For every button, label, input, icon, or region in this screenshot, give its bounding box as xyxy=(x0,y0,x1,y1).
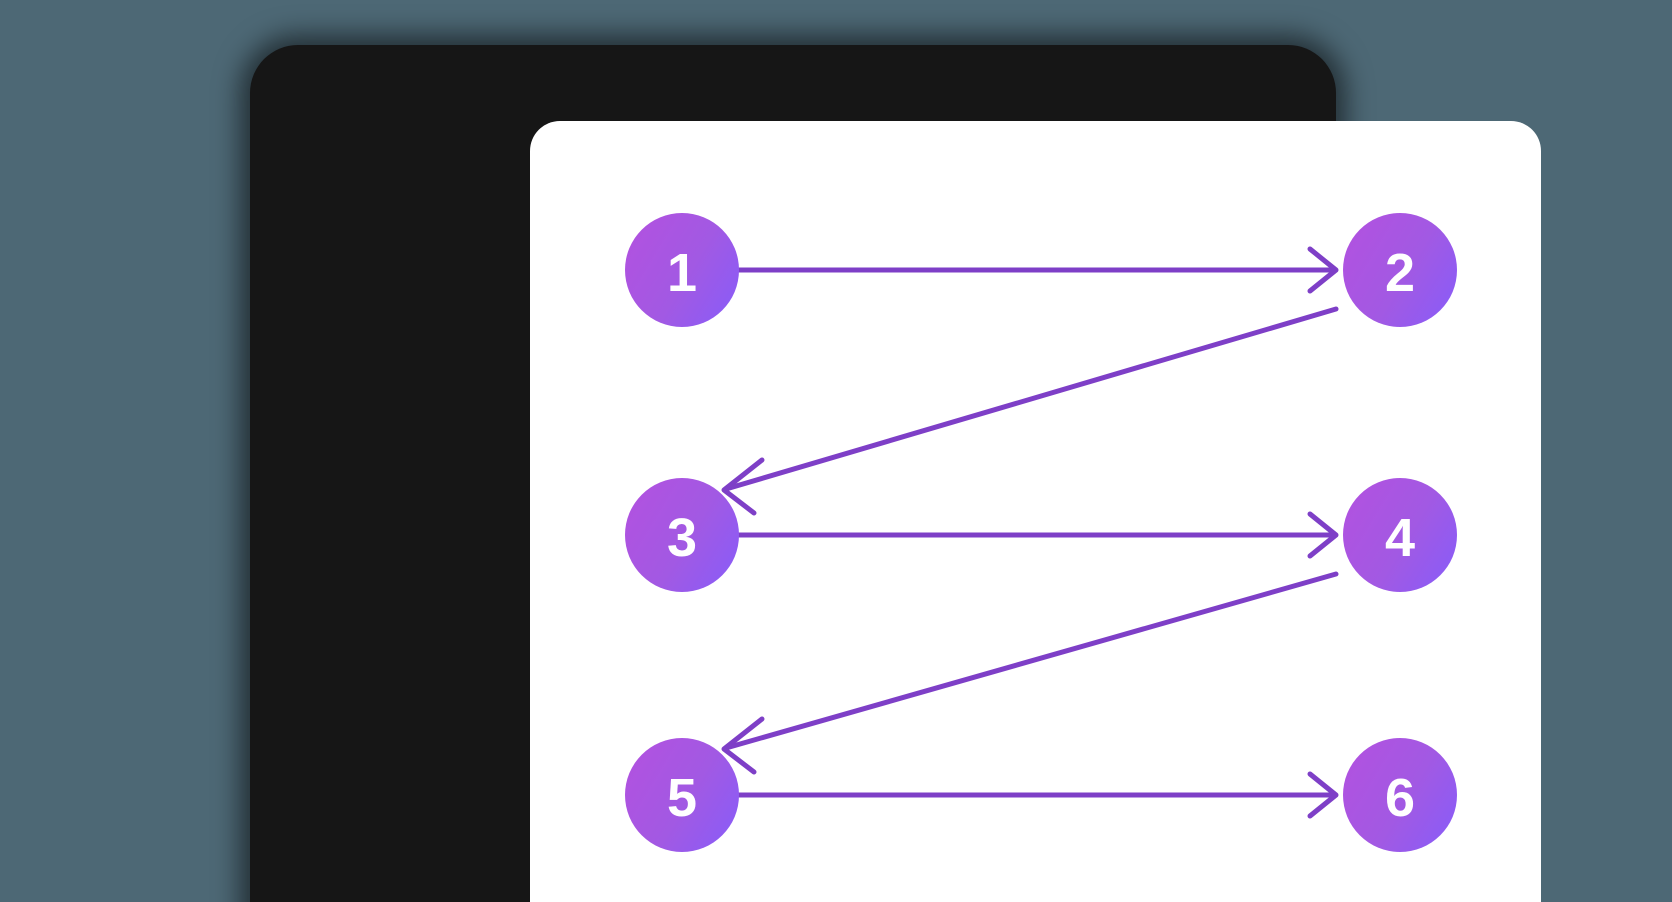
node-1[interactable]: 1 xyxy=(625,213,739,327)
arrow-head-right xyxy=(1307,771,1339,819)
node-circle[interactable] xyxy=(625,213,739,327)
node-label: 5 xyxy=(667,768,697,828)
diagram-canvas: 1 2 3 4 xyxy=(530,121,1541,902)
node-6[interactable]: 6 xyxy=(1343,738,1457,852)
edges-layer xyxy=(719,246,1339,819)
node-2[interactable]: 2 xyxy=(1343,213,1457,327)
arrow-head-right xyxy=(1307,511,1339,559)
node-5[interactable]: 5 xyxy=(625,738,739,852)
node-circle[interactable] xyxy=(1343,213,1457,327)
arrow-head-right xyxy=(1307,246,1339,294)
node-4[interactable]: 4 xyxy=(1343,478,1457,592)
edge-node-4-to-node-5 xyxy=(721,571,1339,775)
node-label: 1 xyxy=(667,243,697,303)
edge-node-5-to-node-6 xyxy=(719,771,1339,819)
node-circle[interactable] xyxy=(1343,738,1457,852)
node-label: 3 xyxy=(667,508,697,568)
edge-node-1-to-node-2 xyxy=(719,246,1339,294)
node-circle[interactable] xyxy=(1343,478,1457,592)
node-circle[interactable] xyxy=(625,738,739,852)
arrow-head-left-down xyxy=(721,457,765,516)
node-label: 4 xyxy=(1385,508,1415,568)
node-3[interactable]: 3 xyxy=(625,478,739,592)
arrow-head-left-down xyxy=(721,716,765,775)
nodes-layer: 1 2 3 4 xyxy=(625,213,1457,852)
edge-node-2-to-node-3 xyxy=(721,306,1339,516)
edge-line xyxy=(723,306,1339,492)
node-label: 2 xyxy=(1385,243,1415,303)
node-label: 6 xyxy=(1385,768,1415,828)
node-diagram: 1 2 3 4 xyxy=(625,213,1457,852)
edge-node-3-to-node-4 xyxy=(719,511,1339,559)
node-circle[interactable] xyxy=(625,478,739,592)
device-frame: 1 2 3 4 xyxy=(250,45,1541,902)
edge-line xyxy=(723,571,1339,751)
